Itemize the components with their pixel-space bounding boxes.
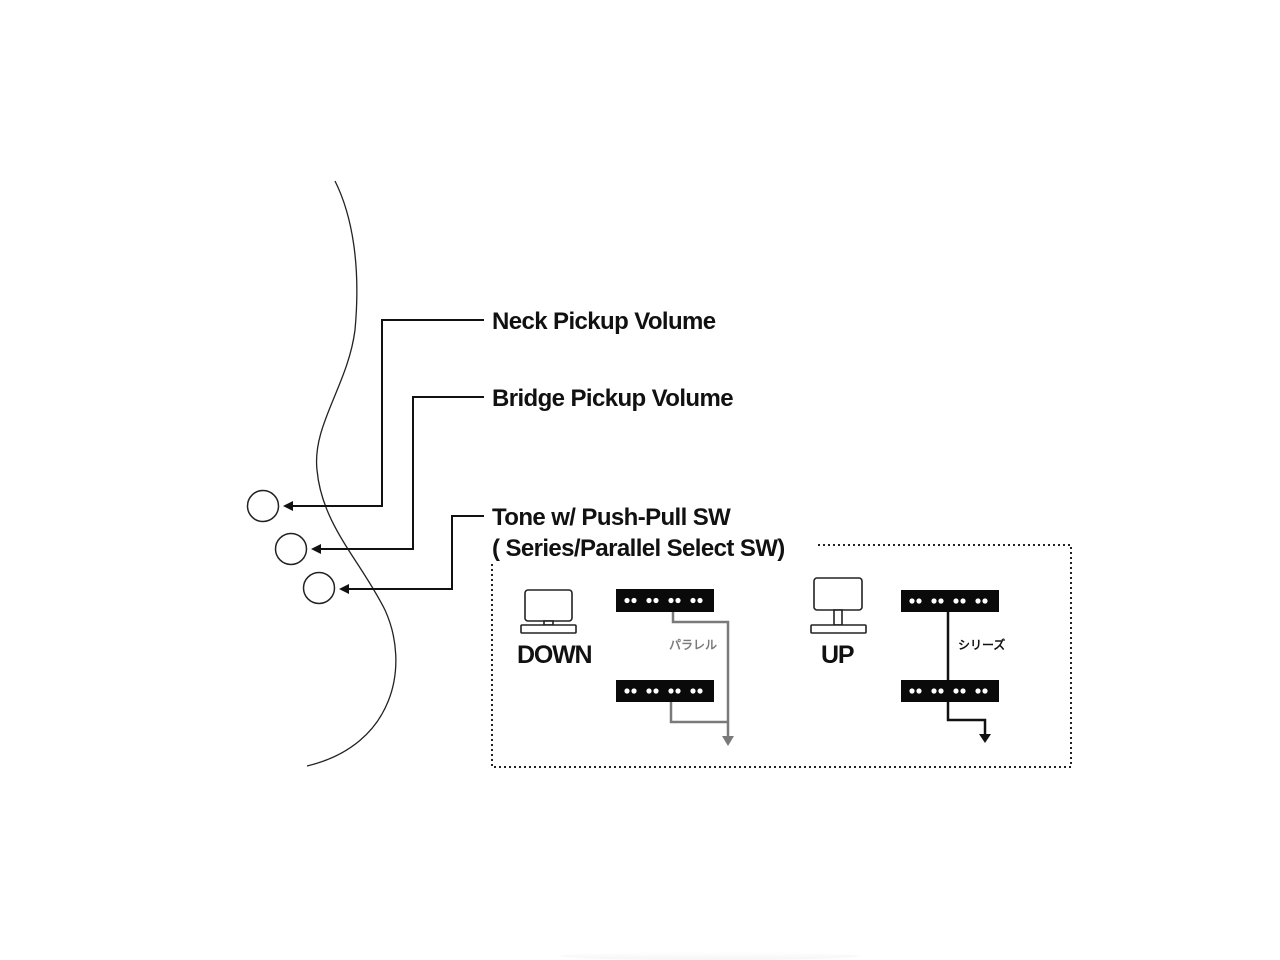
pole-piece — [624, 688, 630, 694]
guitar-body-outline — [306, 180, 397, 767]
pole-piece — [938, 598, 944, 604]
pole-piece — [916, 688, 922, 694]
pole-piece — [960, 688, 966, 694]
push-pull-up-icon — [810, 577, 867, 634]
neck-volume-leader — [283, 319, 484, 511]
pole-piece — [668, 597, 674, 604]
pole-pieces — [624, 688, 703, 694]
series-wiring — [946, 612, 991, 743]
bridge-volume-leader — [311, 396, 484, 554]
switch-detail-box — [491, 544, 1072, 768]
down-label: DOWN — [517, 641, 591, 669]
bridge-volume-label: Bridge Pickup Volume — [492, 385, 733, 412]
arrow-head-icon — [311, 544, 321, 554]
pole-piece — [931, 598, 937, 604]
pickup-bottom-up — [901, 680, 999, 702]
bridge-volume-knob[interactable] — [274, 532, 308, 566]
pickup-top-down — [616, 589, 714, 612]
pole-pieces — [909, 688, 988, 694]
pole-piece — [624, 597, 630, 604]
pole-piece — [982, 598, 988, 604]
pole-piece — [668, 688, 674, 694]
pole-piece — [975, 688, 981, 694]
pole-piece — [931, 688, 937, 694]
neck-volume-knob[interactable] — [246, 489, 280, 523]
pole-piece — [938, 688, 944, 694]
pickup-bottom-down — [616, 680, 714, 702]
pole-piece — [960, 598, 966, 604]
pole-piece — [631, 688, 637, 694]
pole-piece — [953, 598, 959, 604]
parallel-label: パラレル — [669, 638, 717, 652]
tone-label-line1: Tone w/ Push-Pull SW — [492, 504, 731, 531]
bottom-shadow — [560, 952, 860, 960]
pole-piece — [690, 597, 696, 604]
pole-pieces — [909, 598, 988, 604]
pole-piece — [953, 688, 959, 694]
pole-piece — [916, 598, 922, 604]
output-arrow-icon — [722, 736, 734, 746]
tone-knob[interactable] — [302, 571, 336, 605]
arrow-head-icon — [339, 584, 349, 594]
pole-piece — [909, 598, 915, 604]
pole-piece — [653, 688, 659, 694]
series-label: シリーズ — [958, 637, 1005, 652]
pole-piece — [653, 597, 659, 604]
pole-piece — [646, 688, 652, 694]
neck-volume-label: Neck Pickup Volume — [492, 308, 716, 335]
pole-piece — [909, 688, 915, 694]
pole-piece — [982, 688, 988, 694]
pole-piece — [646, 597, 652, 604]
pole-piece — [697, 597, 703, 604]
switch-up-state: UP シリーズ — [810, 577, 1005, 743]
pole-piece — [697, 688, 703, 694]
up-label: UP — [821, 641, 854, 669]
tone-leader — [339, 515, 484, 594]
pole-piece — [631, 597, 637, 604]
pole-piece — [690, 688, 696, 694]
output-arrow-icon — [979, 734, 991, 743]
pole-piece — [675, 688, 681, 694]
switch-down-state: DOWN パラレル — [517, 589, 734, 746]
push-pull-down-icon — [520, 589, 577, 634]
pole-pieces — [624, 597, 703, 604]
tone-label-line2: ( Series/Parallel Select SW) — [492, 535, 785, 562]
parallel-wiring — [669, 612, 734, 746]
pickup-top-up — [901, 590, 999, 612]
pole-piece — [675, 597, 681, 604]
pole-piece — [975, 598, 981, 604]
arrow-head-icon — [283, 501, 293, 511]
